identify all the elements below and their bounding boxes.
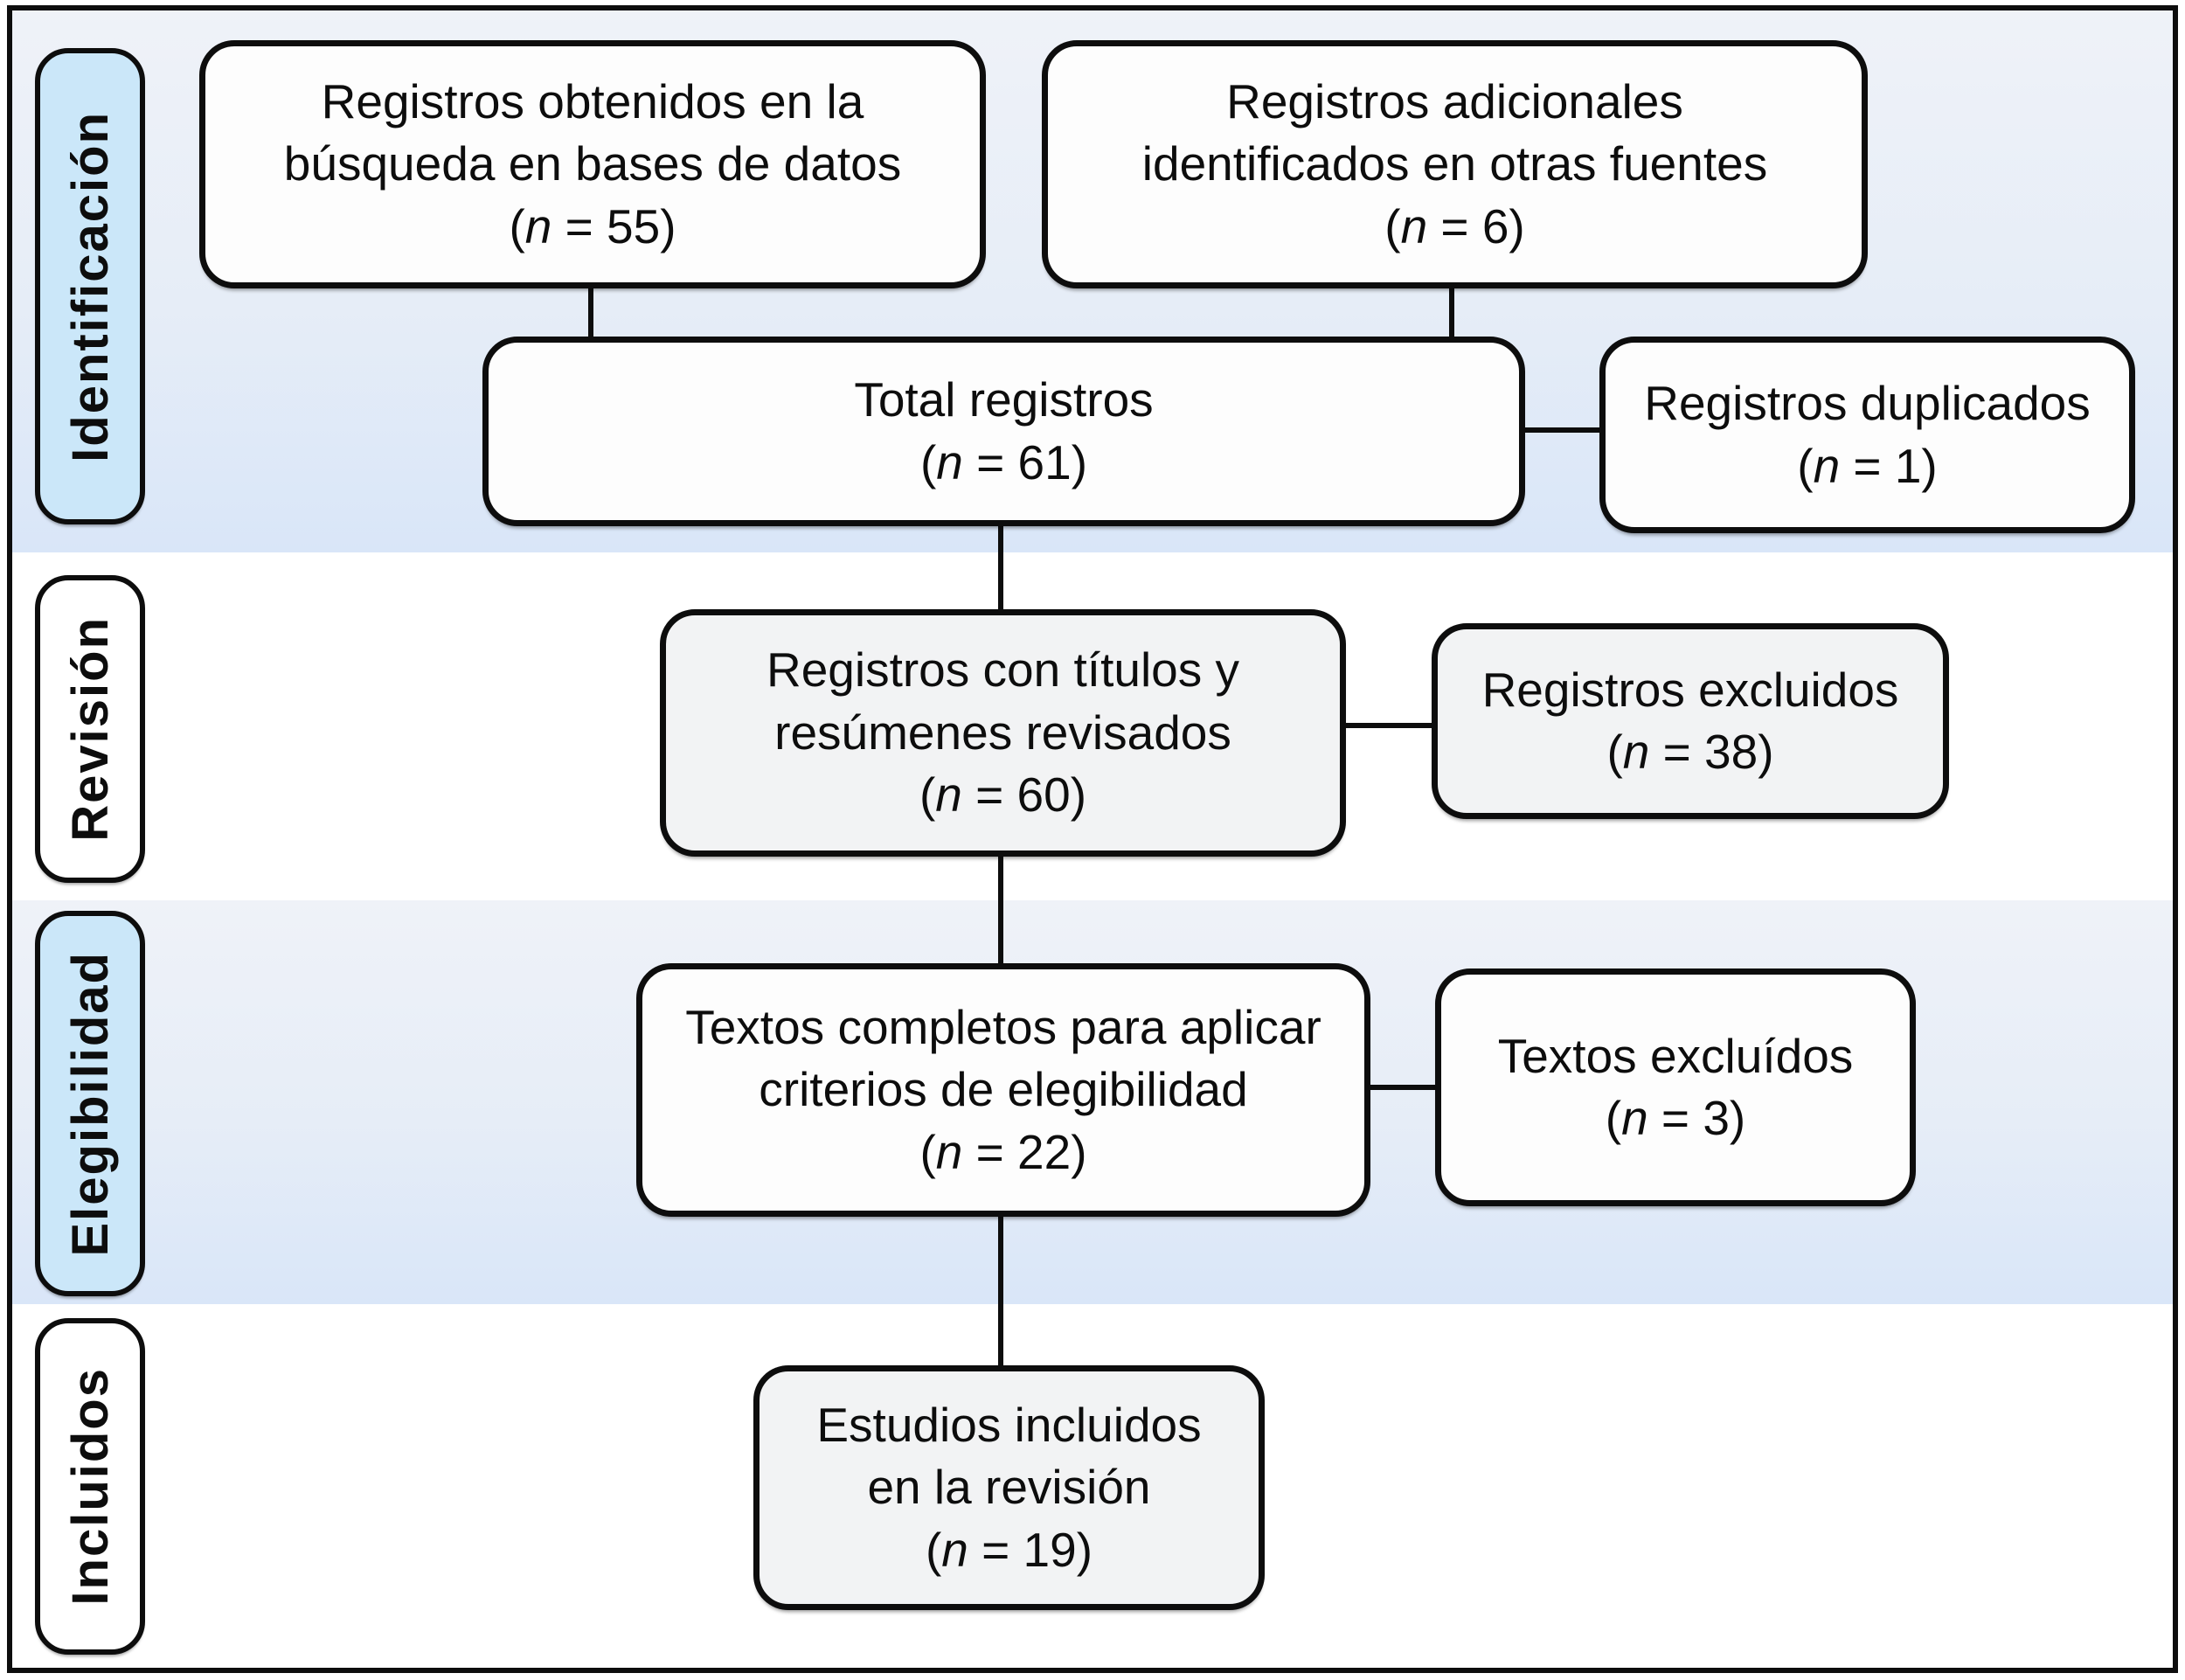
box-line: criterios de elegibilidad [759,1062,1248,1117]
stage-label-text: Revisión [61,616,119,842]
box-line: Registros obtenidos en la [321,73,864,128]
stage-label-elegibilidad: Elegibilidad [35,911,145,1296]
box-line: en la revisión [867,1460,1151,1515]
connector-screened-to-fulltext [998,855,1003,966]
connector-total-to-duplicates [1525,427,1602,433]
connector-fulltext-to-included [998,1215,1003,1368]
box-count: (n = 1) [1797,438,1938,493]
box-line: búsqueda en bases de datos [283,136,902,191]
box-line: Registros excluidos [1481,662,1899,717]
box-count: (n = 38) [1606,725,1774,779]
box-line: Registros duplicados [1644,376,2091,430]
box-count: (n = 61) [919,434,1088,489]
connector-fulltext-to-excluded [1369,1085,1438,1090]
box-registros-excluidos: Registros excluidos (n = 38) [1432,623,1949,819]
stage-label-text: Elegibilidad [61,950,119,1257]
box-count: (n = 60) [919,767,1087,823]
box-registros-busqueda: Registros obtenidos en la búsqueda en ba… [199,40,986,288]
box-count: (n = 22) [919,1124,1087,1179]
stage-label-incluidos: Incluidos [35,1318,145,1655]
box-registros-revisados: Registros con títulos y resúmenes revisa… [660,609,1346,857]
stage-label-text: Incluidos [61,1367,119,1606]
box-count: (n = 6) [1384,198,1525,253]
connector-additional-to-total [1449,288,1454,339]
box-line: resúmenes revisados [774,705,1231,760]
stage-label-identificacion: Identificación [35,48,145,524]
box-count: (n = 55) [509,198,676,253]
box-line: Registros con títulos y [766,642,1240,698]
box-total-registros: Total registros (n = 61) [482,337,1525,526]
box-line: Estudios incluidos [816,1397,1202,1452]
box-textos-excluidos: Textos excluídos (n = 3) [1435,968,1916,1206]
box-registros-adicionales: Registros adicionales identificados en o… [1042,40,1868,288]
box-estudios-incluidos: Estudios incluidos en la revisión (n = 1… [753,1365,1265,1610]
connector-total-to-screened [998,523,1003,612]
box-line: Registros adicionales [1226,73,1683,128]
box-line: Textos completos para aplicar [685,999,1321,1054]
box-count: (n = 19) [925,1522,1093,1577]
stage-label-text: Identificación [61,110,119,462]
box-line: Total registros [854,372,1154,427]
box-textos-completos: Textos completos para aplicar criterios … [636,963,1370,1217]
connector-search-to-total [588,288,593,339]
box-count: (n = 3) [1605,1091,1746,1145]
box-registros-duplicados: Registros duplicados (n = 1) [1599,337,2135,533]
connector-screened-to-excluded [1344,723,1434,728]
stage-label-revision: Revisión [35,575,145,883]
box-line: Textos excluídos [1497,1028,1854,1083]
box-line: identificados en otras fuentes [1141,136,1768,191]
